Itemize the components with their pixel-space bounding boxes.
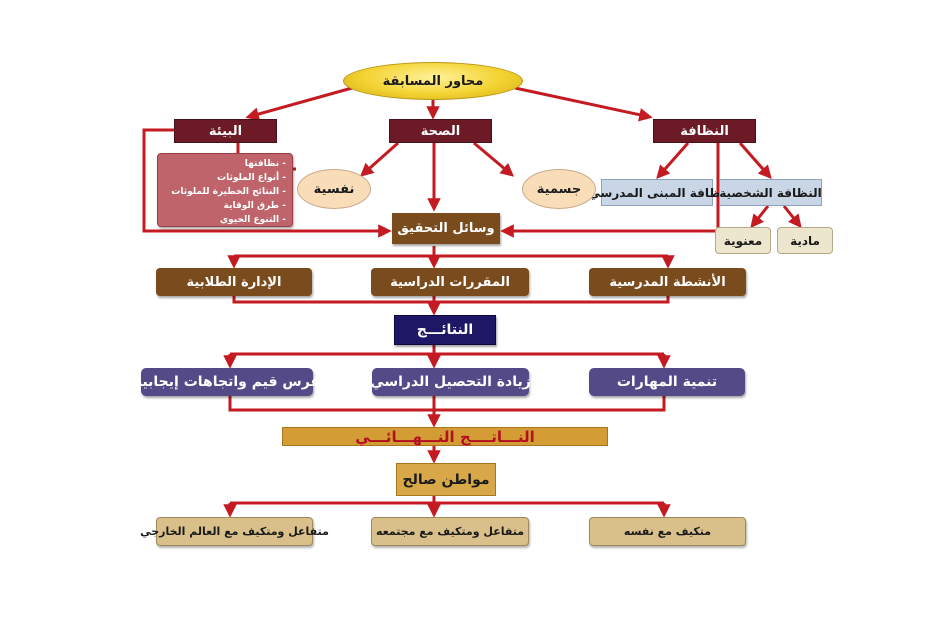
building-cleanliness-node: نظافة المبنى المدرسي	[588, 179, 726, 206]
arrow-personal-moral	[750, 205, 770, 229]
line-outcomes-bottom	[228, 396, 666, 412]
list-item: - نظافتها	[244, 159, 286, 169]
admin-node: الإدارة الطلابية	[156, 268, 312, 296]
root-node: محاور المسابقة	[343, 62, 523, 100]
arrow-health-physical	[473, 141, 515, 177]
psychological-node: نفسية	[297, 169, 371, 209]
society-adaptation-node: متفاعل ومتكيف مع مجتمعه	[371, 517, 529, 546]
final-result-node: النـــاتــــج النـــهـــائـــي	[282, 427, 608, 446]
arrow-cleanliness-personal	[738, 142, 772, 180]
health-node: الصحة	[389, 119, 492, 143]
arrow-root-environment	[245, 86, 353, 121]
personal-cleanliness-node: النظافة الشخصية	[719, 179, 822, 206]
cleanliness-node: النظافة	[653, 119, 756, 143]
arrow-root-cleanliness	[514, 86, 653, 122]
list-item: - النتائج الخطيرة للملوثات	[171, 187, 286, 197]
citizen-node: مواطن صالح	[396, 463, 496, 496]
skills-node: تنمية المهارات	[589, 368, 745, 396]
arrow-personal-material	[782, 205, 802, 229]
world-adaptation-node: متفاعل ومتكيف مع العالم الخارجي	[140, 517, 329, 546]
self-adaptation-node: متكيف مع نفسه	[589, 517, 746, 546]
arrow-environment-verification	[142, 128, 392, 238]
line-areas-bottom	[232, 296, 670, 304]
values-node: غرس قيم واتجاهات إيجابية	[134, 368, 320, 396]
environment-node: البيئة	[174, 119, 277, 143]
material-node: مادية	[777, 227, 833, 254]
arrow-health-psychological	[359, 141, 399, 177]
curricula-node: المقررات الدراسية	[371, 268, 529, 296]
verification-node: وسائل التحقيق	[392, 213, 500, 244]
activities-node: الأنشطة المدرسية	[589, 268, 746, 296]
achievement-node: زيادة التحصيل الدراسي	[370, 368, 531, 396]
list-item: - التنوع الحيوي	[219, 215, 286, 225]
environment-topics-list: - نظافتها - أنواع الملوثات - النتائج الخ…	[157, 153, 293, 227]
list-item: - أنواع الملوثات	[217, 173, 286, 183]
list-item: - طرق الوقاية	[223, 201, 286, 211]
physical-node: جسمية	[522, 169, 596, 209]
arrow-cleanliness-building	[656, 142, 690, 180]
results-node: النتائـــج	[394, 315, 496, 345]
moral-node: معنوية	[715, 227, 771, 254]
